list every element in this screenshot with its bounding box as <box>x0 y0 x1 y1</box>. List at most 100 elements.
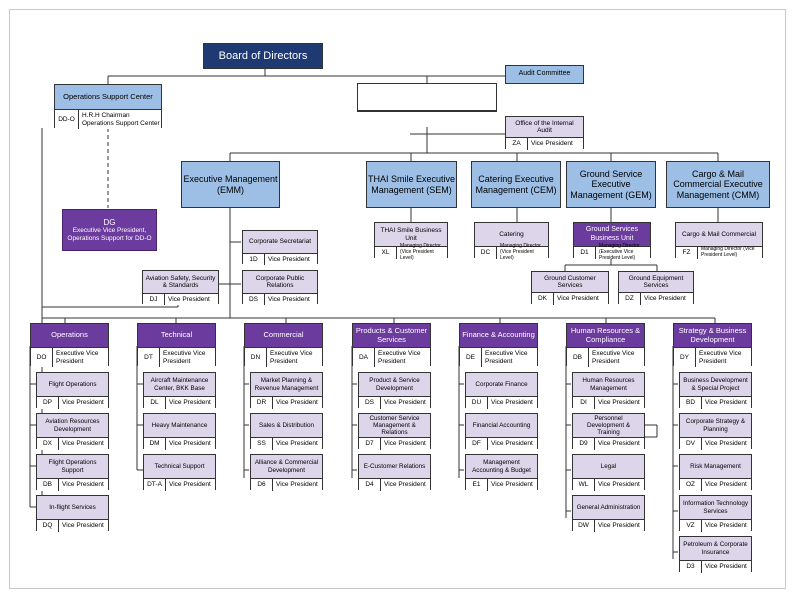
unit-1-2-label: Technical Support <box>144 455 215 478</box>
unit-6-1-title: Vice President <box>705 440 747 448</box>
unit-3-1-code: D7 <box>359 438 381 450</box>
unit-5-1-code: D9 <box>573 438 595 450</box>
unit-1-0-label: Aircraft Maintenance Center, BKK Base <box>144 373 215 396</box>
unit-4-2-label: Management Accounting & Budget <box>466 455 537 478</box>
cargo-mail-business-unit-code: FZ <box>676 247 698 259</box>
unit-4-1-label: Financial Accounting <box>466 414 537 437</box>
unit-1-2-title: Vice President <box>169 481 211 489</box>
unit-6-4-code: D3 <box>680 561 702 573</box>
ground-equipment-services-label: Ground Equipment Services <box>619 272 693 292</box>
unit-3-1-title: Vice President <box>384 440 426 448</box>
unit-5-0-label: Human Resources Management <box>573 373 644 396</box>
unit-0-0-title: Vice President <box>62 399 104 407</box>
division-3-title: Executive Vice President <box>378 350 421 365</box>
corporate-public-relations-label: Corporate Public Relations <box>243 271 317 293</box>
unit-0-1-title: Vice President <box>62 440 104 448</box>
unit-2-2-title: Vice President <box>276 481 318 489</box>
corporate-public-relations-title: Vice President <box>268 295 310 303</box>
unit-4-0-title: Vice President <box>491 399 533 407</box>
corporate-secretariat-code: 1D <box>243 254 265 265</box>
unit-0-3-title: Vice President <box>62 522 104 530</box>
unit-6-1-label: Corporate Strategy & Planning <box>680 414 751 437</box>
division-2-label: Commercial <box>245 324 322 347</box>
internal-audit-title: Vice President <box>531 140 573 148</box>
unit-0-2-code: DB <box>37 479 59 491</box>
unit-0-0-code: DP <box>37 397 59 409</box>
unit-3-0-code: DS <box>359 397 381 409</box>
ground-customer-services-code: DK <box>532 293 554 305</box>
division-4-code: DE <box>460 348 482 367</box>
division-0-code: DO <box>31 348 53 367</box>
unit-2-2-label: Alliance & Commercial Development <box>251 455 322 478</box>
operations-support-center-label: Operations Support Center <box>55 85 161 109</box>
unit-0-1-label: Aviation Resources Development <box>37 414 108 437</box>
unit-2-1-code: SS <box>251 438 273 450</box>
catering-business-unit-code: DC <box>475 247 497 259</box>
dg-title: Executive Vice President, Operations Sup… <box>67 227 152 242</box>
division-3-code: DA <box>353 348 375 367</box>
unit-0-0-label: Flight Operations <box>37 373 108 396</box>
catering-business-unit-title: Managing Director (Vice President Level) <box>500 243 541 261</box>
division-4-title: Executive Vice President <box>485 350 528 365</box>
unit-6-3-label: Information Technology Services <box>680 496 751 519</box>
unit-4-0-code: DU <box>466 397 488 409</box>
unit-3-0-label: Product & Service Development <box>359 373 430 396</box>
unit-3-2-title: Vice President <box>384 481 426 489</box>
division-0-label: Operations <box>31 324 108 347</box>
unit-2-0-label: Market Planning & Revenue Management <box>251 373 322 396</box>
unit-2-1-label: Sales & Distribution <box>251 414 322 437</box>
unit-5-0-code: DI <box>573 397 595 409</box>
ground-services-business-unit-title: Managing Director (Executive Vice Presid… <box>599 243 640 261</box>
dg-code: DG <box>103 217 116 227</box>
unit-6-3-code: VZ <box>680 520 702 532</box>
unit-5-2-code: WL <box>573 479 595 491</box>
internal-audit-code: ZA <box>506 138 528 150</box>
audit-committee: Audit Committee <box>505 65 584 84</box>
unit-6-0-label: Business Development & Special Project <box>680 373 751 396</box>
division-5-code: DB <box>567 348 589 367</box>
unit-1-1-title: Vice President <box>169 440 211 448</box>
catering-cem: Catering Executive Management (CEM) <box>471 161 561 208</box>
unit-1-2-code: DT-A <box>144 479 166 491</box>
unit-5-3-label: General Administration <box>573 496 644 519</box>
unit-0-1-code: DX <box>37 438 59 450</box>
unit-0-3-label: In-flight Services <box>37 496 108 519</box>
division-1-label: Technical <box>138 324 215 347</box>
unit-4-2-code: E1 <box>466 479 488 491</box>
unit-6-4-label: Petroleum & Corporate Insurance <box>680 537 751 560</box>
ground-equipment-services-code: DZ <box>619 293 641 305</box>
